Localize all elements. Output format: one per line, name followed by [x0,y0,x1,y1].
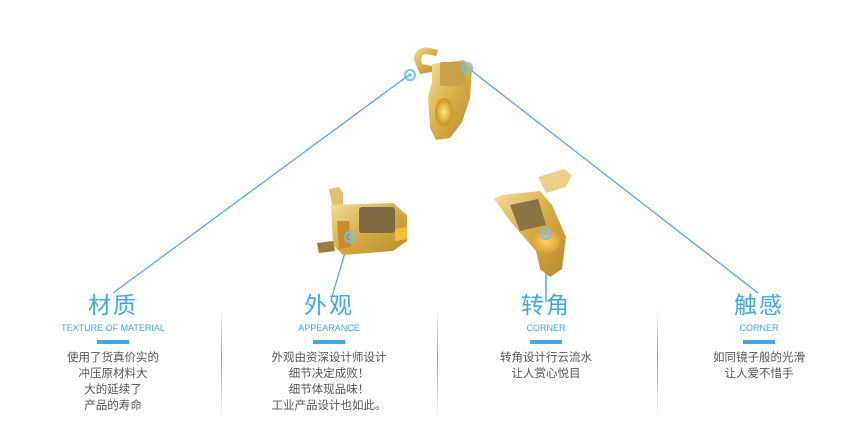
feature-description: 如同镜子般的光滑 让人爱不惜手 [659,349,859,381]
desc-line: 使用了货真价实的 [67,350,159,364]
feature-title: 外观 [304,293,354,319]
accent-bar [97,340,129,344]
desc-line: 细节体现品味！ [288,382,370,396]
desc-line: 产品的寿命 [84,398,142,412]
left-connector-image [303,185,413,270]
desc-line: 如同镜子般的光滑 [713,350,805,364]
feature-touch: 触感 CORNER 如同镜子般的光滑 让人爱不惜手 [659,292,859,381]
divider-3 [657,308,658,418]
feature-title: 转角 [521,293,571,319]
accent-bar [530,340,562,344]
feature-subtitle: TEXTURE OF MATERIAL [61,323,165,333]
feature-material: 材质 TEXTURE OF MATERIAL 使用了货真价实的 冲压原材料大 大… [13,292,213,413]
top-connector-image [392,42,482,142]
desc-line: 外观由资深设计师设计 [271,350,387,364]
feature-description: 转角设计行云流水 让人赏心悦目 [446,349,646,381]
feature-subtitle: CORNER [526,323,566,333]
divider-2 [437,308,438,418]
feature-title: 材质 [88,293,138,319]
desc-line: 细节决定成败！ [288,366,370,380]
desc-line: 冲压原材料大 [78,366,148,380]
accent-bar [743,340,775,344]
feature-subtitle: CORNER [739,323,779,333]
right-connector-image [480,165,585,280]
feature-appearance: 外观 APPEARANCE 外观由资深设计师设计 细节决定成败！ 细节体现品味！… [229,292,429,413]
feature-description: 使用了货真价实的 冲压原材料大 大的延续了 产品的寿命 [13,349,213,413]
feature-subtitle: APPEARANCE [298,323,360,333]
desc-line: 大的延续了 [84,382,142,396]
feature-title: 触感 [734,293,784,319]
feature-description: 外观由资深设计师设计 细节决定成败！ 细节体现品味！ 工业产品设计也如此。 [229,349,429,413]
desc-line: 转角设计行云流水 [500,350,592,364]
desc-line: 让人爱不惜手 [724,366,794,380]
accent-bar [313,340,345,344]
desc-line: 让人赏心悦目 [511,366,581,380]
divider-1 [221,308,222,418]
desc-line: 工业产品设计也如此。 [271,398,387,412]
feature-corner: 转角 CORNER 转角设计行云流水 让人赏心悦目 [446,292,646,381]
